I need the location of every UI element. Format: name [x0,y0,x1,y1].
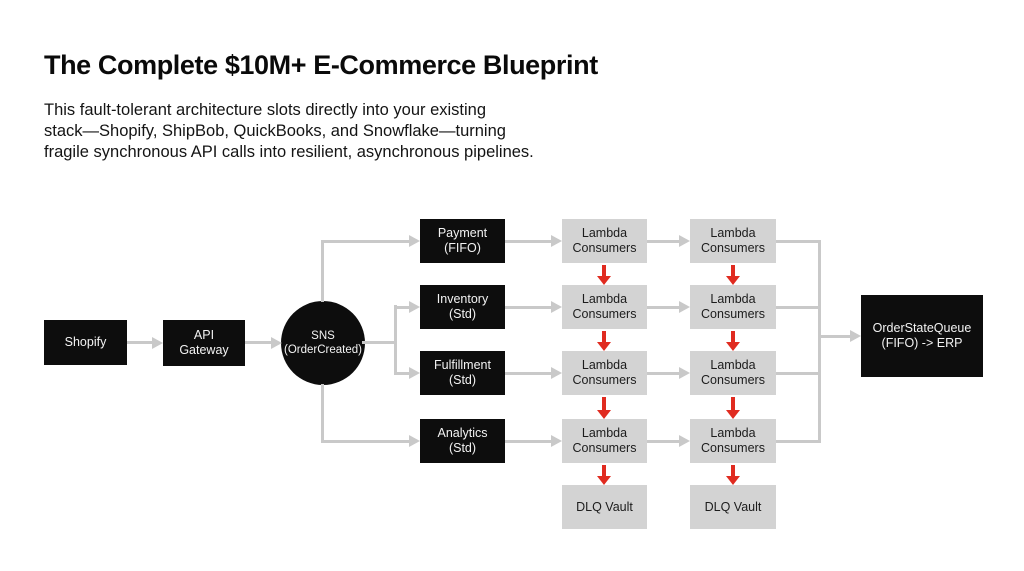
connector-lambda-collector-r3 [776,372,821,375]
arrowhead-analytics-lambda [551,435,562,447]
connector-lambda-r3 [647,372,679,375]
arrowhead-fulfillment-lambda [551,367,562,379]
node-lambda-consumers-r3c2: Lambda Consumers [690,351,776,395]
node-api-gateway: API Gateway [163,320,245,366]
retry-arrow-stem-c2-4 [731,465,735,477]
arrowhead-inventory-lambda [551,301,562,313]
retry-arrow-stem-c1-3 [602,397,606,410]
retry-arrow-head-c2-4 [726,476,740,485]
retry-arrow-head-c1-1 [597,276,611,285]
retry-arrow-head-c2-2 [726,342,740,351]
retry-arrow-head-c2-3 [726,410,740,419]
node-lambda-consumers-r1c2: Lambda Consumers [690,219,776,263]
node-dlq-vault-1: DLQ Vault [562,485,647,529]
retry-arrow-head-c1-2 [597,342,611,351]
connector-apigateway-sns [245,341,271,344]
page-description: This fault-tolerant architecture slots d… [44,101,534,161]
arrowhead-collector-orderstatequeue [850,330,861,342]
arrowhead-lambda-r1 [679,235,690,247]
connector-inventory-lambda [505,306,551,309]
connector-lambda-r1 [647,240,679,243]
arrowhead-apigateway-sns [271,337,282,349]
connector-lambda-r4 [647,440,679,443]
connector-fulfillment-lambda [505,372,551,375]
connector-lambda-collector-r1 [776,240,821,243]
node-sns-topic: SNS (OrderCreated) [281,301,365,385]
retry-arrow-head-c1-4 [597,476,611,485]
node-analytics-queue: Analytics (Std) [420,419,505,463]
arrowhead-branch-inventory [409,301,420,313]
retry-arrow-head-c1-3 [597,410,611,419]
arrowhead-lambda-r2 [679,301,690,313]
connector-sns-branch-vertical [394,305,397,375]
node-lambda-consumers-r3c1: Lambda Consumers [562,351,647,395]
connector-sns-branch-horizontal [362,341,396,344]
retry-arrow-stem-c2-2 [731,331,735,343]
retry-arrow-stem-c2-3 [731,397,735,410]
retry-arrow-stem-c1-4 [602,465,606,477]
connector-branch-inventory [394,306,409,309]
page-title: The Complete $10M+ E-Commerce Blueprint [44,50,598,80]
retry-arrow-stem-c2-1 [731,265,735,277]
connector-analytics-lambda [505,440,551,443]
retry-arrow-stem-c1-1 [602,265,606,277]
arrowhead-lambda-r3 [679,367,690,379]
retry-arrow-head-c2-1 [726,276,740,285]
connector-sns-analytics-vertical [321,384,324,442]
connector-collector-vertical [818,240,821,443]
retry-arrow-stem-c1-2 [602,331,606,343]
arrowhead-shopify-apigateway [152,337,163,349]
node-inventory-queue: Inventory (Std) [420,285,505,329]
node-order-state-queue: OrderStateQueue (FIFO) -> ERP [861,295,983,377]
connector-payment-lambda [505,240,551,243]
connector-sns-payment-horizontal [321,240,409,243]
arrowhead-sns-payment [409,235,420,247]
arrowhead-payment-lambda [551,235,562,247]
arrowhead-branch-fulfillment [409,367,420,379]
node-payment-queue: Payment (FIFO) [420,219,505,263]
node-lambda-consumers-r4c2: Lambda Consumers [690,419,776,463]
node-lambda-consumers-r1c1: Lambda Consumers [562,219,647,263]
connector-shopify-apigateway [127,341,152,344]
node-lambda-consumers-r2c1: Lambda Consumers [562,285,647,329]
connector-lambda-collector-r4 [776,440,821,443]
node-lambda-consumers-r2c2: Lambda Consumers [690,285,776,329]
node-lambda-consumers-r4c1: Lambda Consumers [562,419,647,463]
arrowhead-sns-analytics [409,435,420,447]
node-dlq-vault-2: DLQ Vault [690,485,776,529]
connector-sns-analytics-horizontal [321,440,409,443]
node-fulfillment-queue: Fulfillment (Std) [420,351,505,395]
arrowhead-lambda-r4 [679,435,690,447]
connector-lambda-collector-r2 [776,306,821,309]
node-shopify: Shopify [44,320,127,365]
connector-sns-payment-vertical [321,240,324,302]
connector-branch-fulfillment [394,372,409,375]
connector-lambda-r2 [647,306,679,309]
connector-collector-orderstatequeue [818,335,850,338]
